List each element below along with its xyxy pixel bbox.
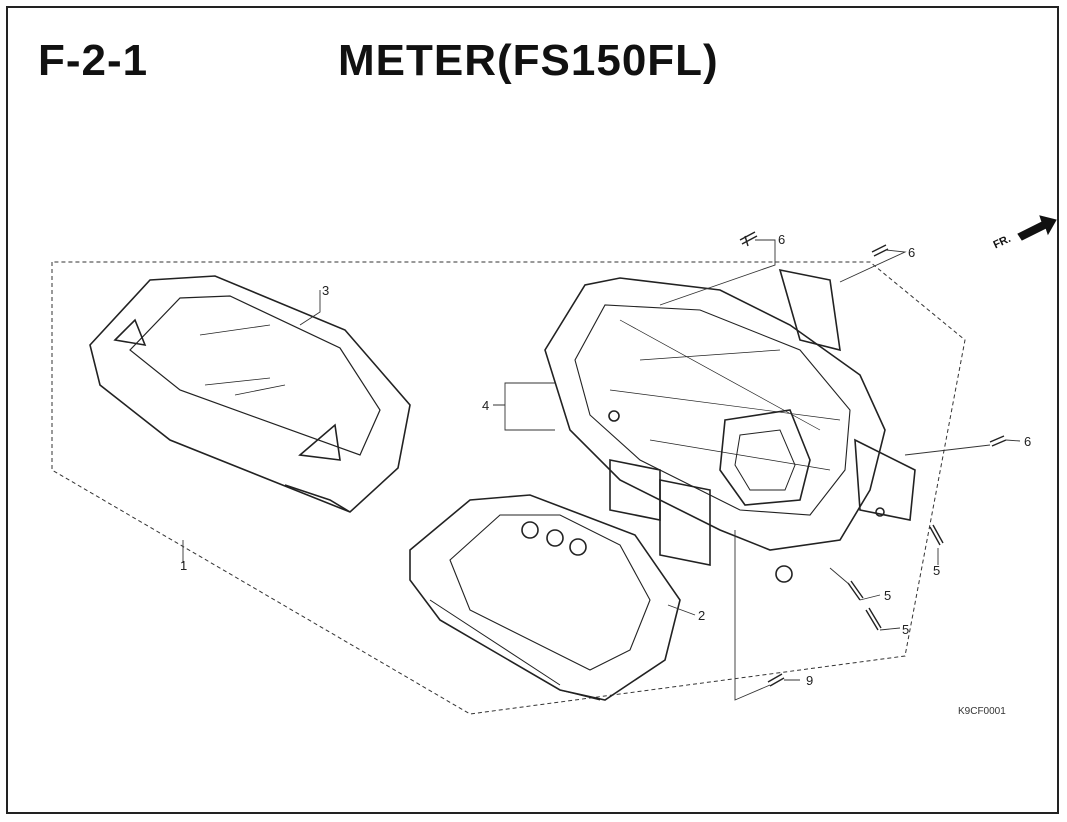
assembly-boundary (51, 261, 966, 715)
figure-code: K9CF0001 (958, 706, 1006, 717)
callout-5b: 5 (884, 588, 891, 603)
callout-5c: 5 (902, 622, 909, 637)
screw-6c-icon (989, 435, 1007, 447)
screw-5a-icon (929, 524, 944, 546)
callout-6a: 6 (778, 232, 785, 247)
front-direction-arrow-icon (1017, 215, 1057, 241)
meter-cover-part (89, 275, 411, 513)
callout-6c: 6 (1024, 434, 1031, 449)
leader-lines (182, 239, 1021, 701)
screw-9-icon (767, 673, 785, 687)
screw-5c-icon (865, 607, 882, 631)
section-code: F-2-1 (38, 36, 149, 85)
page-frame (6, 6, 1059, 814)
screw-6a-icon (739, 231, 758, 247)
callout-3: 3 (322, 283, 329, 298)
callout-4: 4 (482, 398, 489, 413)
callout-2: 2 (698, 608, 705, 623)
page-title: METER(FS150FL) (338, 36, 719, 85)
meter-case-part (544, 268, 916, 583)
callout-1: 1 (180, 558, 187, 573)
callout-9: 9 (806, 673, 813, 688)
callout-6b: 6 (908, 245, 915, 260)
callout-5a: 5 (933, 563, 940, 578)
screw-6b-icon (871, 244, 889, 257)
meter-lcd-unit-part (409, 494, 681, 701)
front-direction-label: FR. (992, 233, 1013, 251)
screw-5b-icon (847, 580, 864, 601)
